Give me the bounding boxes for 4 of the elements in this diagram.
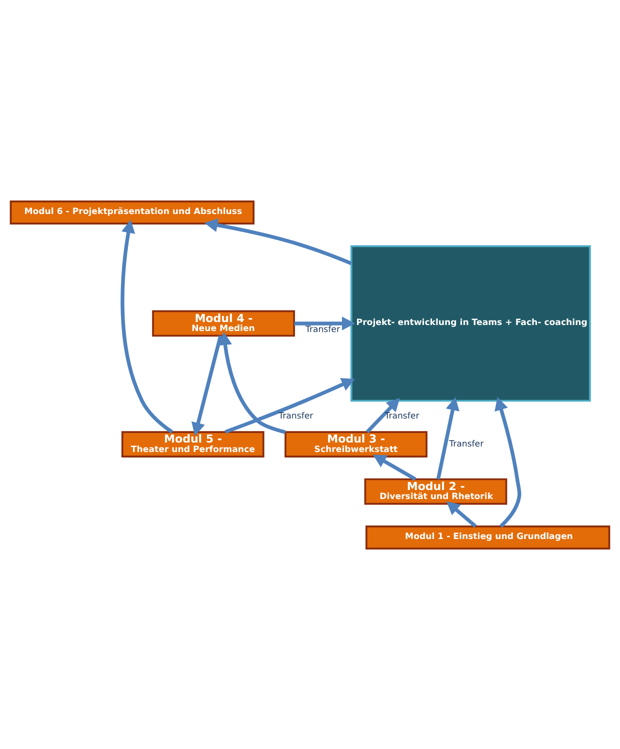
edge-label: Transfer xyxy=(305,324,340,335)
edge-label: Transfer xyxy=(278,411,314,422)
edge-label: Transfer xyxy=(384,411,420,422)
edge-label: Transfer xyxy=(449,439,484,450)
